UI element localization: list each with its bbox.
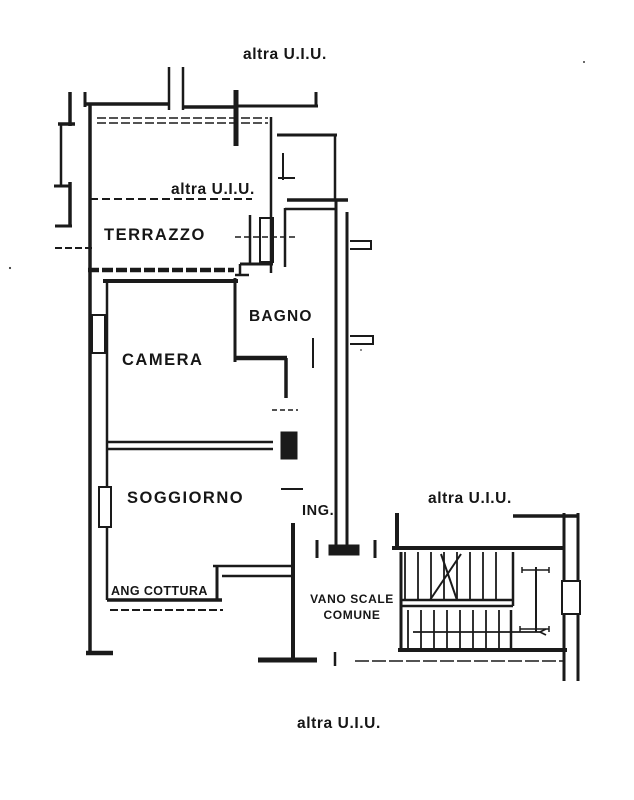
ingresso-walls [258, 488, 377, 666]
stair-direction-line [440, 553, 458, 601]
staircase [355, 513, 581, 681]
stair-landing [402, 598, 513, 608]
window-left-camera [91, 314, 106, 354]
room-label-vano-scale-1: VANO SCALE [310, 592, 394, 606]
wall-cap [280, 431, 298, 460]
angolo-cottura-walls [107, 564, 293, 611]
room-camera-walls [103, 278, 238, 362]
room-label-soggiorno: SOGGIORNO [127, 489, 244, 507]
window-stairwell [561, 580, 581, 615]
label-altra-uiu-bottom: altra U.I.U. [297, 715, 381, 732]
stair-treads-upper [404, 552, 515, 606]
neighbor-walls-top-left [54, 92, 92, 249]
room-label-ang-cottura: ANG COTTURA [111, 584, 208, 598]
right-wall [328, 200, 374, 556]
stair-well [519, 567, 550, 632]
label-altra-uiu-right: altra U.I.U. [428, 490, 512, 507]
divider-camera-soggiorno [107, 431, 298, 460]
room-label-terrazzo: TERRAZZO [104, 226, 206, 244]
room-label-camera: CAMERA [122, 351, 203, 369]
window-left-soggiorno [98, 486, 112, 528]
room-label-bagno: BAGNO [249, 308, 313, 325]
scan-noise [8, 61, 585, 351]
room-label-ingresso: ING. [302, 503, 334, 519]
label-altra-uiu-top: altra U.I.U. [243, 46, 327, 63]
stair-treads-lower [407, 610, 547, 650]
stair-right-wall [513, 513, 581, 681]
label-altra-uiu-middle: altra U.I.U. [171, 181, 255, 198]
room-terrazzo-walls [88, 198, 252, 273]
stair-arrow [539, 628, 547, 636]
duct-shaft [235, 208, 297, 277]
room-bagno-walls [235, 338, 314, 411]
labels-layer: altra U.I.U. altra U.I.U. TERRAZZO BAGNO… [104, 46, 512, 732]
top-walls [83, 67, 348, 273]
room-label-vano-scale-2: COMUNE [324, 608, 381, 622]
stair-direction-line [429, 553, 462, 601]
left-walls [86, 104, 113, 656]
